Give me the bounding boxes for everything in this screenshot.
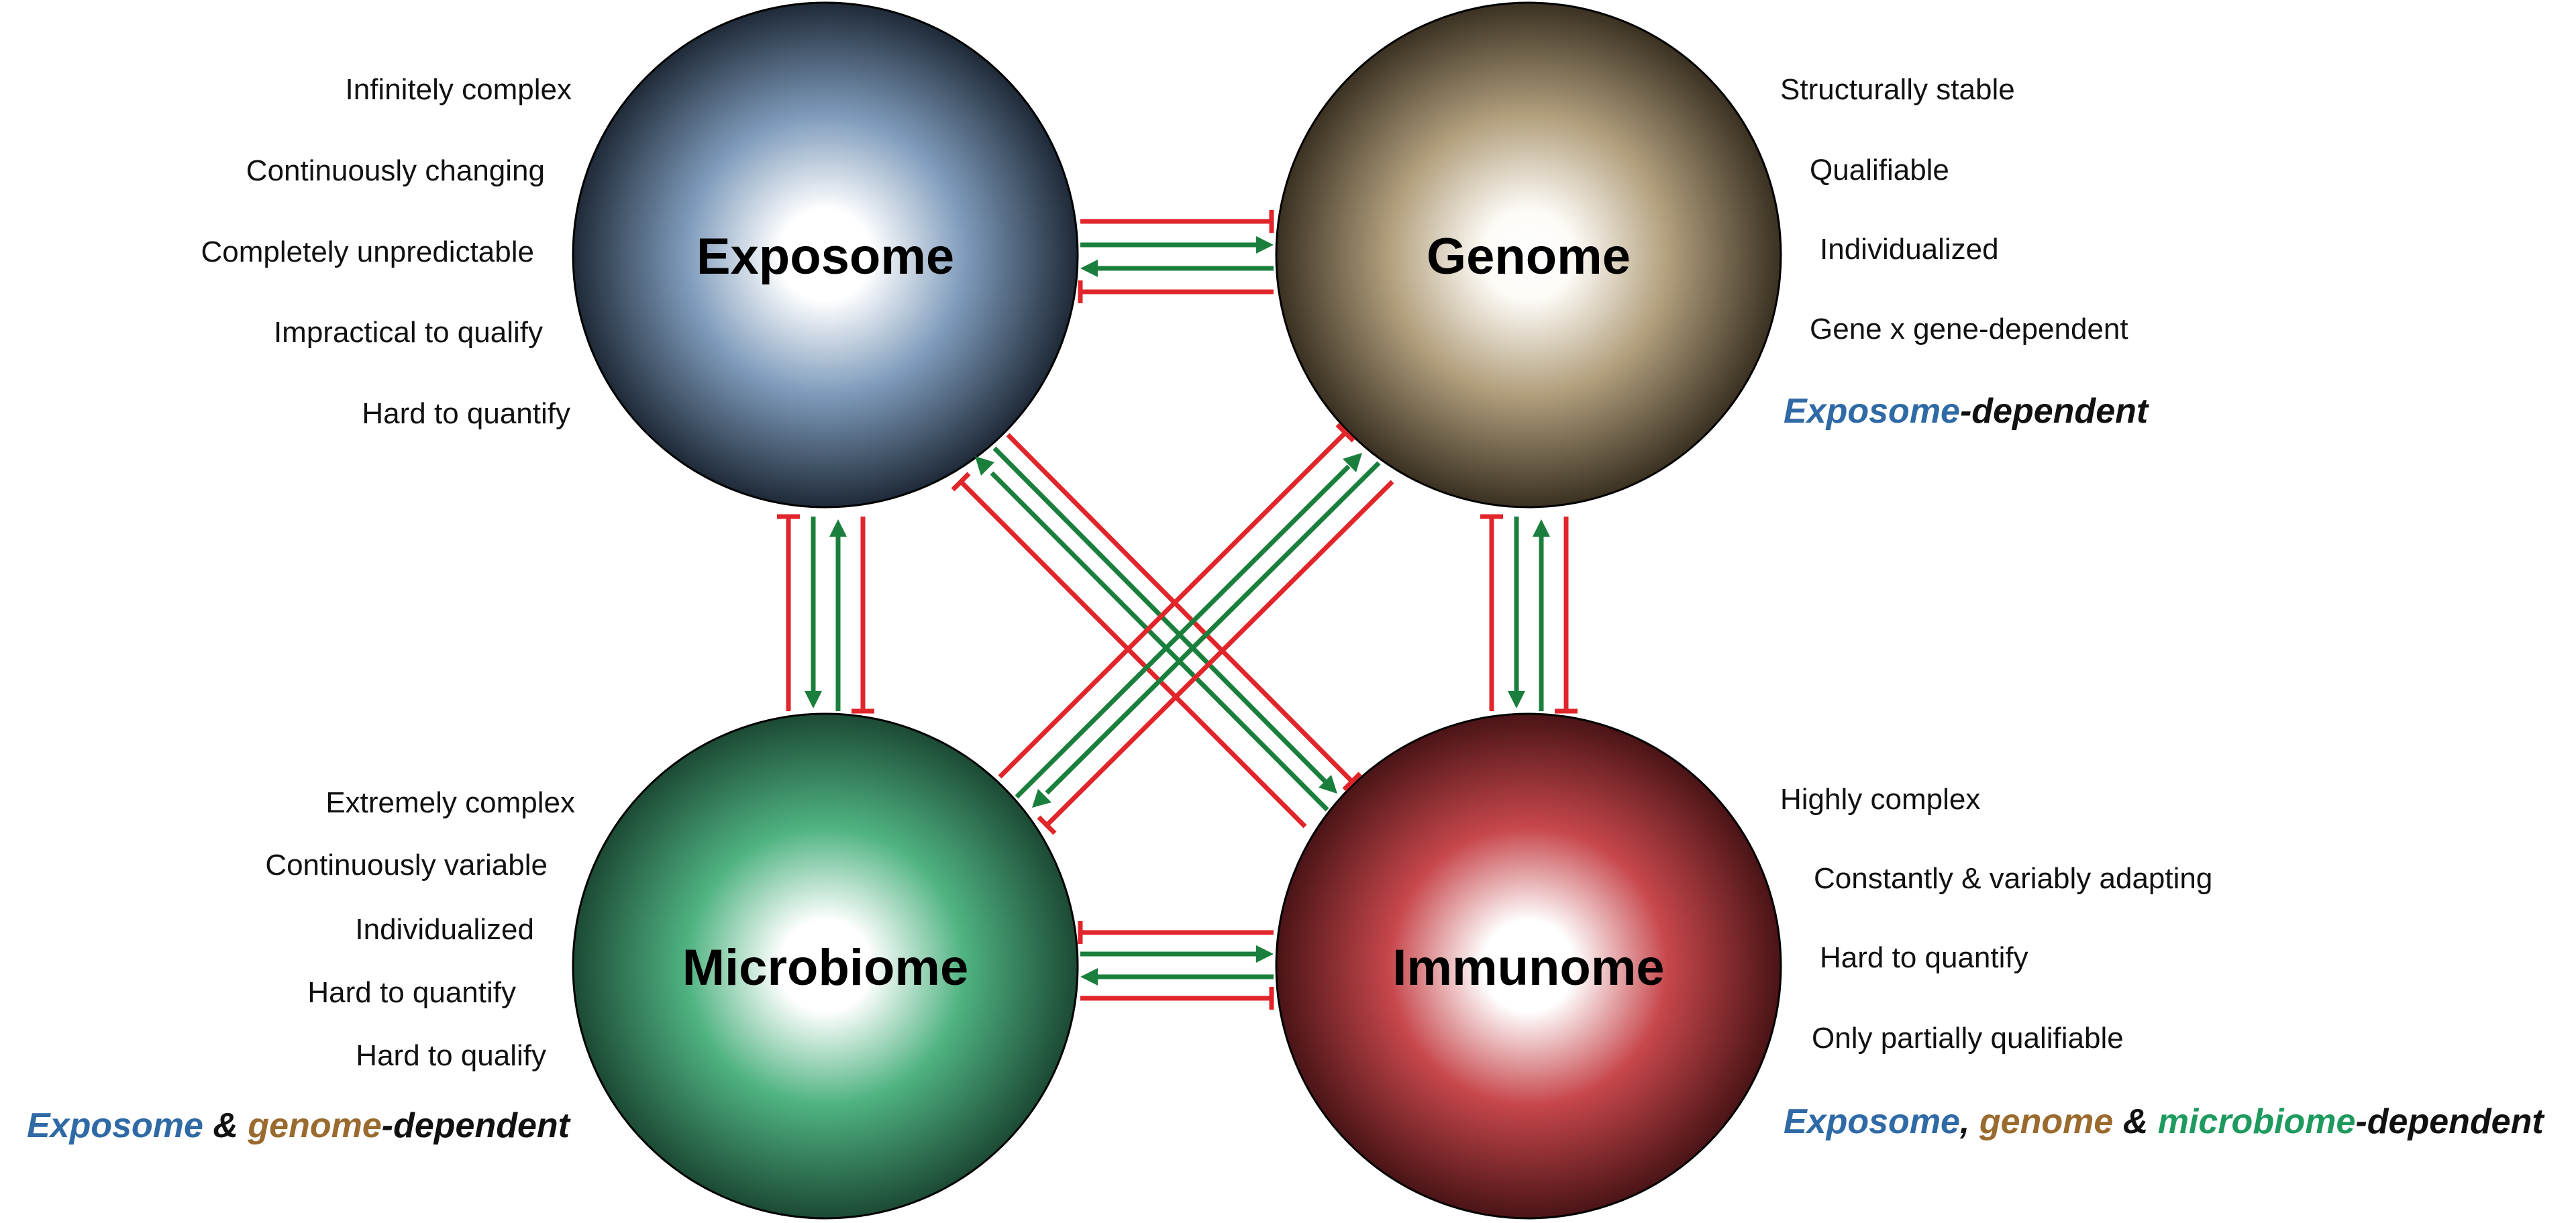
exposome-trait-5: Hard to quantify (362, 397, 570, 430)
exposome-trait-3: Completely unpredictable (201, 235, 534, 268)
microbiome-trait-5: Hard to qualify (356, 1039, 546, 1072)
immunome-dependency-suffix: -dependent (2355, 1102, 2544, 1141)
genome-dependency-suffix: -dependent (1959, 392, 2149, 431)
immunome-dependency: Exposome, genome & microbiome-dependent (1784, 1104, 2544, 1139)
activate-microbiome-to-genome (1015, 453, 1362, 799)
exposome-title: Exposome (697, 228, 954, 285)
microbiome-dependency-sep1: & (203, 1106, 248, 1145)
microbiome-trait-1: Extremely complex (325, 786, 575, 819)
microbiome-dependency-suffix: -dependent (381, 1106, 570, 1145)
genome-immunome-links (1480, 514, 1578, 714)
microbiome-trait-3: Individualized (355, 913, 534, 946)
immunome-dependency-sep1: , (1959, 1102, 1979, 1141)
microbiome-circle (572, 712, 1079, 1220)
immunome-title: Immunome (1392, 939, 1664, 996)
activate-genome-to-exposome (1080, 260, 1274, 277)
exposome-trait-1: Infinitely complex (345, 73, 572, 106)
immunome-trait-1: Highly complex (1780, 783, 1981, 816)
microbiome-dependency-exposome: Exposome (26, 1106, 203, 1145)
immunome-circle (1275, 712, 1782, 1220)
genome-microbiome-links (998, 423, 1394, 835)
activate-exposome-to-microbiome (805, 517, 822, 708)
immunome-node: Immunome (1275, 712, 1782, 1220)
inhibit-exposome-to-microbiome (852, 517, 874, 714)
inhibit-genome-to-microbiome (1037, 480, 1394, 835)
activate-exposome-to-genome (1080, 236, 1274, 254)
exposome-genome-links (1078, 210, 1274, 303)
inhibit-microbiome-to-exposome (777, 514, 800, 711)
genome-trait-2: Qualifiable (1810, 154, 1949, 187)
microbiome-title: Microbiome (682, 939, 969, 996)
microbiome-dependency: Exposome & genome-dependent (27, 1108, 570, 1143)
activate-immunome-to-exposome (975, 456, 1329, 812)
inhibit-immunome-to-exposome (951, 472, 1307, 829)
immunome-dependency-genome: genome (1979, 1102, 2114, 1141)
inhibit-genome-to-immunome (1555, 517, 1578, 714)
activate-microbiome-to-immunome (1080, 945, 1274, 963)
microbiome-trait-4: Hard to quantify (307, 976, 516, 1009)
exposome-immunome-links (951, 433, 1362, 829)
microbiome-trait-2: Continuously variable (265, 849, 548, 882)
genome-title: Genome (1427, 228, 1631, 285)
immunome-trait-3: Hard to quantify (1820, 941, 2028, 974)
inhibit-immunome-to-microbiome (1078, 921, 1274, 944)
exposome-trait-2: Continuously changing (246, 154, 545, 187)
inhibit-immunome-to-genome (1480, 514, 1503, 711)
exposome-circle (572, 1, 1079, 509)
microbiome-node: Microbiome (572, 712, 1079, 1220)
immunome-dependency-sep2: & (2113, 1102, 2158, 1141)
immunome-dependency-exposome: Exposome (1784, 1102, 1960, 1141)
activate-microbiome-to-exposome (829, 519, 847, 711)
genome-dependency-exposome: Exposome (1784, 392, 1960, 431)
inhibit-exposome-to-genome (1080, 210, 1274, 233)
immunome-dependency-microbiome: microbiome (2157, 1102, 2356, 1141)
inhibit-genome-to-exposome (1078, 280, 1274, 303)
genome-trait-3: Individualized (1820, 233, 1999, 266)
exposome-trait-4: Impractical to qualify (273, 316, 543, 349)
immunome-trait-2: Constantly & variably adapting (1814, 862, 2213, 895)
inhibit-microbiome-to-genome (998, 423, 1355, 779)
activate-genome-to-immunome (1508, 517, 1525, 708)
inhibit-exposome-to-immunome (1006, 433, 1362, 792)
genome-trait-1: Structurally stable (1780, 73, 2015, 106)
inhibit-microbiome-to-immunome (1080, 987, 1274, 1010)
microbiome-dependency-genome: genome (248, 1106, 382, 1145)
exposome-node: Exposome (572, 1, 1079, 509)
genome-trait-4: Gene x gene-dependent (1810, 313, 2128, 345)
genome-dependency: Exposome-dependent (1784, 394, 2148, 429)
genome-circle (1275, 1, 1782, 509)
activate-exposome-to-immunome (992, 446, 1337, 794)
immunome-trait-4: Only partially qualifiable (1812, 1022, 2124, 1055)
genome-node: Genome (1275, 1, 1782, 509)
activate-immunome-to-microbiome (1080, 968, 1274, 986)
exposome-microbiome-links (777, 514, 874, 714)
microbiome-immunome-links (1078, 921, 1274, 1010)
activate-immunome-to-genome (1533, 519, 1550, 711)
activate-genome-to-microbiome (1032, 461, 1381, 808)
